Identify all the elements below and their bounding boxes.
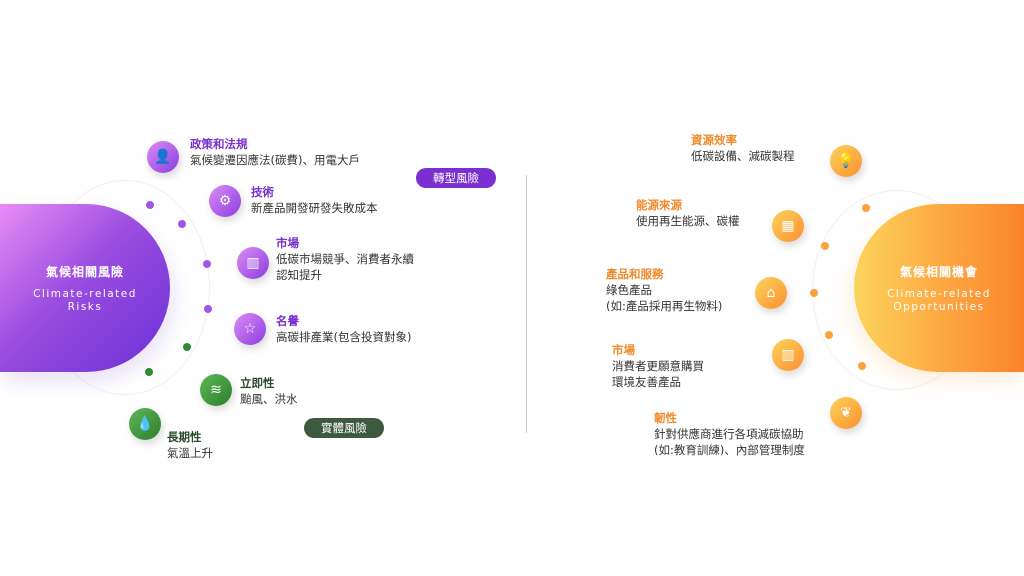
bar-chart-icon: ▥: [237, 247, 269, 279]
risk-item-chronic: 長期性氣溫上升: [167, 429, 213, 461]
lightbulb-icon: 💡: [830, 145, 862, 177]
connector-dot: [821, 242, 829, 250]
item-title: 韌性: [654, 411, 677, 425]
opportunity-item-resource-efficiency: 資源效率低碳設備、減碳製程: [691, 132, 795, 164]
transition-risk-badge: 轉型風險: [416, 168, 496, 188]
item-desc: 颱風、洪水: [240, 392, 298, 406]
opportunities-title: 氣候相關機會: [899, 264, 978, 279]
item-title: 政策和法規: [190, 137, 248, 151]
item-desc: 環境友善產品: [612, 375, 681, 389]
wind-icon: ≋: [200, 374, 232, 406]
item-title: 產品和服務: [606, 267, 664, 281]
risks-title: 氣候相關風險: [45, 264, 124, 279]
item-desc: 針對供應商進行各項減碳協助: [654, 427, 804, 441]
risk-item-acute: 立即性颱風、洪水: [240, 375, 298, 407]
item-desc: 認知提升: [276, 268, 322, 282]
item-title: 立即性: [240, 376, 275, 390]
connector-dot: [204, 305, 212, 313]
item-desc: 綠色產品: [606, 283, 652, 297]
building-energy-icon: ▦: [772, 210, 804, 242]
opportunity-item-energy-source: 能源來源使用再生能源、碳權: [636, 197, 740, 229]
item-title: 能源來源: [636, 198, 682, 212]
item-desc: 消費者更願意購買: [612, 359, 704, 373]
item-title: 名譽: [276, 314, 299, 328]
item-desc: 使用再生能源、碳權: [636, 214, 740, 228]
connector-dot: [858, 362, 866, 370]
opportunity-item-market: 市場消費者更願意購買環境友善產品: [612, 342, 704, 390]
item-title: 市場: [612, 343, 635, 357]
risks-hub: 氣候相關風險 Climate-related Risks: [0, 204, 170, 372]
connector-dot: [810, 289, 818, 297]
leaves-icon: ❦: [830, 397, 862, 429]
green-house-icon: ⌂: [755, 277, 787, 309]
item-desc: 新產品開發研發失敗成本: [251, 201, 378, 215]
person-icon: 👤: [147, 141, 179, 173]
item-desc: 低碳市場競爭、消費者永續: [276, 252, 414, 266]
divider: [526, 175, 527, 433]
item-desc: 高碳排產業(包含投資對象): [276, 330, 412, 344]
item-desc: 低碳設備、減碳製程: [691, 149, 795, 163]
physical-risk-badge: 實體風險: [304, 418, 384, 438]
item-title: 市場: [276, 236, 299, 250]
risk-item-market: 市場低碳市場競爭、消費者永續認知提升: [276, 235, 414, 283]
connector-dot: [203, 260, 211, 268]
item-desc: (如:產品採用再生物料): [606, 299, 723, 313]
opportunities-hub: 氣候相關機會 Climate-related Opportunities: [854, 204, 1024, 372]
item-title: 技術: [251, 185, 274, 199]
item-desc: (如:教育訓練)、內部管理制度: [654, 443, 805, 457]
risk-item-reputation: 名譽高碳排產業(包含投資對象): [276, 313, 411, 345]
risks-subtitle: Climate-related Risks: [33, 287, 137, 313]
item-title: 長期性: [167, 430, 202, 444]
item-title: 資源效率: [691, 133, 737, 147]
opportunity-item-resilience: 韌性針對供應商進行各項減碳協助 (如:教育訓練)、內部管理制度: [654, 410, 805, 458]
connector-dot: [146, 201, 154, 209]
connector-dot: [145, 368, 153, 376]
medal-icon: ☆: [234, 313, 266, 345]
connector-dot: [862, 204, 870, 212]
connector-dot: [183, 343, 191, 351]
connector-dot: [825, 331, 833, 339]
item-desc: 氣溫上升: [167, 446, 213, 460]
opportunity-item-products-services: 產品和服務綠色產品 (如:產品採用再生物料): [606, 266, 722, 314]
item-desc: 氣候變遷因應法(碳費)、用電大戶: [190, 153, 360, 167]
risk-item-policy: 政策和法規氣候變遷因應法(碳費)、用電大戶: [190, 136, 360, 168]
water-drop-icon: 💧: [129, 408, 161, 440]
buildings-icon: ▥: [772, 339, 804, 371]
connector-dot: [178, 220, 186, 228]
risk-item-technology: 技術新產品開發研發失敗成本: [251, 184, 378, 216]
gear-icon: ⚙: [209, 185, 241, 217]
opportunities-subtitle: Climate-related Opportunities: [887, 287, 991, 313]
